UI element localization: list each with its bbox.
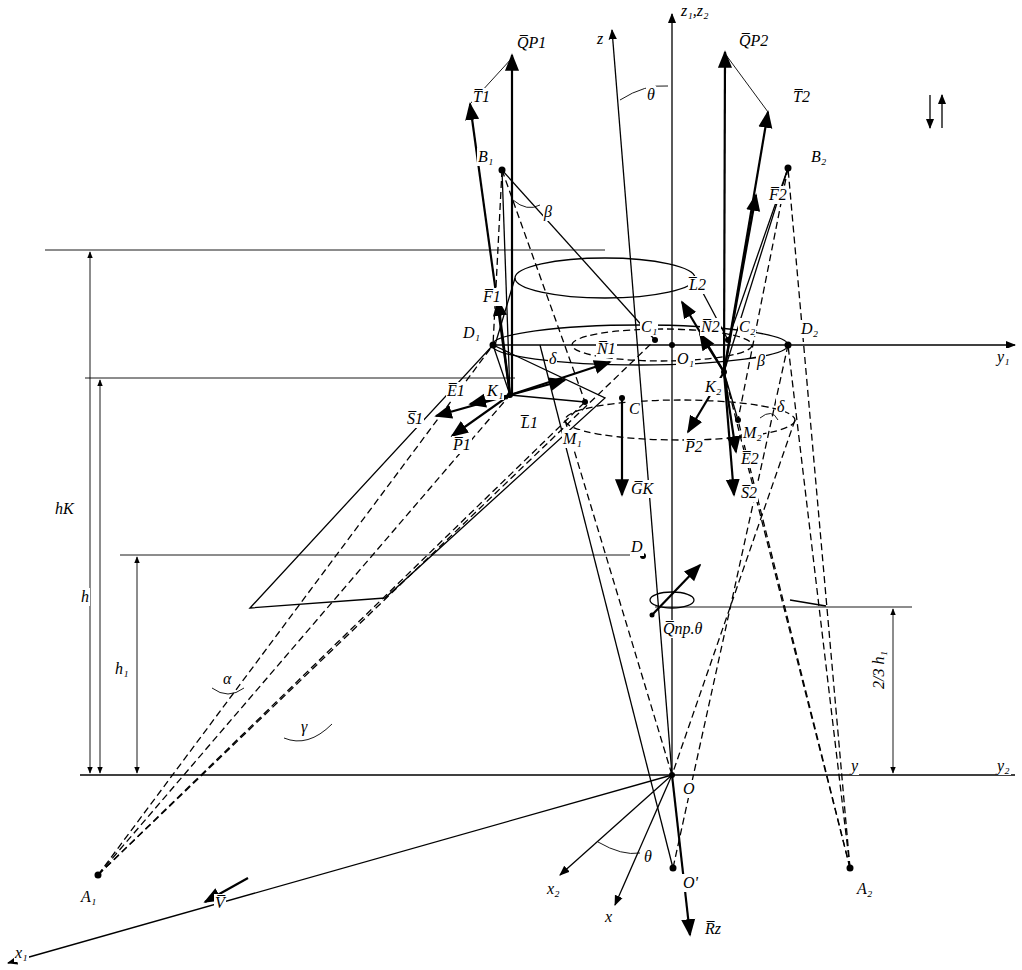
symbol-label: V̅	[214, 894, 226, 912]
symbol-label: C₁	[640, 318, 658, 336]
symbol-label: x₁	[14, 944, 29, 962]
symbol-label: α	[222, 670, 232, 688]
symbol-label: D₂	[800, 320, 819, 338]
symbol-label: y₁	[996, 348, 1011, 366]
symbol-label: L̅1	[520, 414, 539, 432]
dimension-label: 2/3 h₁	[870, 650, 888, 690]
symbol-label: E̅2	[740, 450, 760, 468]
symbol-label: T̅1	[472, 88, 491, 106]
symbol-label: C₂	[738, 318, 756, 336]
symbol-label: Q̅P2	[738, 32, 769, 50]
symbol-label: Q̅P1	[516, 34, 547, 52]
symbol-label: O	[682, 780, 696, 798]
symbol-label: β	[756, 352, 766, 370]
symbol-label: h₁	[114, 660, 130, 678]
symbol-label: M₂	[742, 424, 763, 442]
symbol-label: L̅2	[688, 276, 707, 294]
symbol-label: x	[604, 908, 613, 926]
symbol-label: R̅z	[704, 920, 722, 938]
symbol-label: F̅1	[482, 288, 502, 306]
symbol-label: y₂	[996, 757, 1011, 775]
symbol-label: θ	[646, 86, 656, 104]
symbol-label: Q̅пр.θ	[662, 620, 703, 638]
symbol-label: P̅1	[452, 436, 472, 454]
symbol-label: N̅2	[700, 318, 721, 336]
symbol-label: γ	[300, 718, 308, 736]
symbol-label: C	[628, 400, 641, 418]
symbol-label: B₂	[810, 148, 827, 166]
symbol-label: G̅K	[630, 480, 654, 498]
symbol-label: D₁	[462, 324, 481, 342]
symbol-label: S̅2	[740, 484, 758, 502]
symbol-label: δ	[776, 398, 785, 416]
symbol-label: O₁	[676, 350, 695, 368]
symbol-label: y	[850, 757, 859, 775]
symbol-label: M₁	[562, 430, 583, 448]
symbol-label: E̅1	[446, 382, 466, 400]
symbol-label: hK	[54, 500, 75, 518]
symbol-label: N̅1	[596, 340, 617, 358]
symbol-label: O'	[682, 874, 699, 892]
symbol-label: A₂	[856, 880, 873, 898]
symbol-label: D	[630, 538, 644, 556]
symbol-label: S̅1	[406, 410, 424, 428]
symbol-label: F̅2	[768, 186, 788, 204]
symbol-label: K₁	[486, 382, 504, 400]
symbol-label: h	[80, 588, 90, 606]
symbol-label: z	[596, 30, 604, 48]
symbol-label: A₁	[80, 888, 97, 906]
symbol-label: P̅2	[684, 438, 704, 456]
symbol-label: θ	[643, 848, 653, 866]
symbol-label: x₂	[546, 880, 561, 898]
symbol-label: z₁,z₂	[680, 2, 710, 20]
symbol-label: T̅2	[792, 88, 811, 106]
symbol-label: β	[543, 203, 553, 221]
symbol-label: B₁	[477, 148, 494, 166]
symbol-label: K₂	[704, 378, 722, 396]
symbol-label: δ	[548, 350, 557, 368]
